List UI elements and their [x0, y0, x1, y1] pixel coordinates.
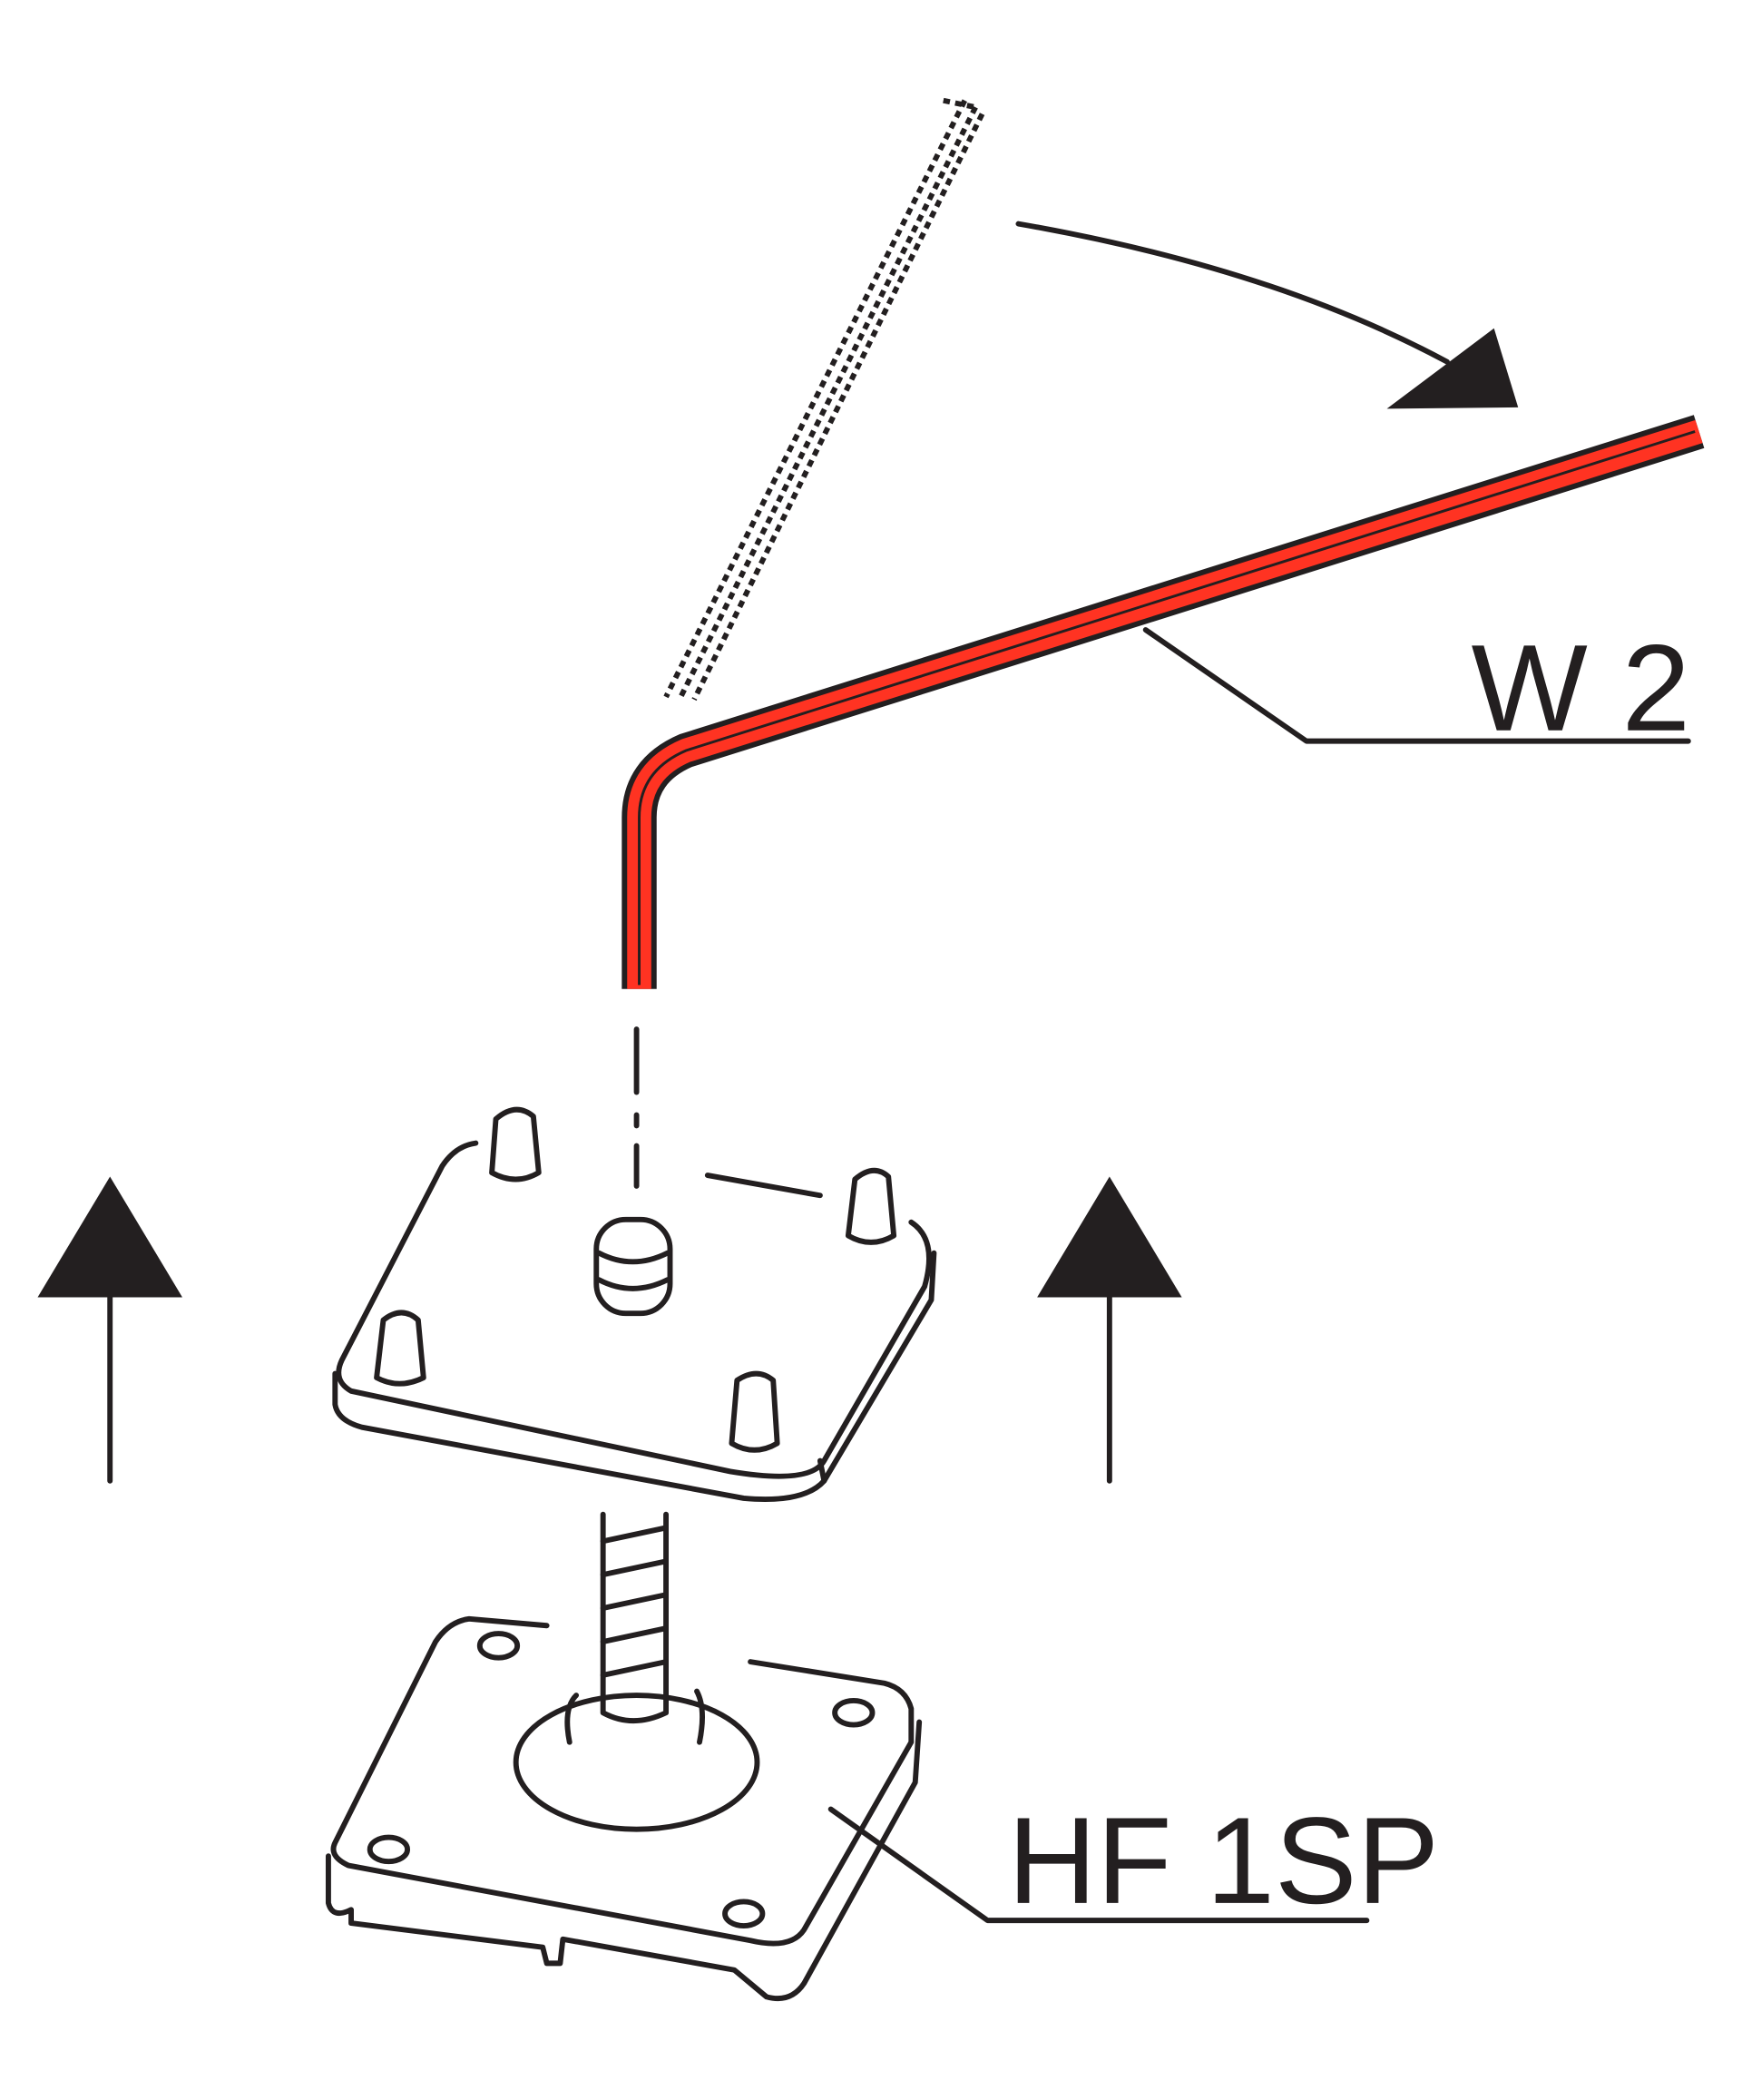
threaded-rod	[600, 1511, 670, 1723]
leader-line-hf1sp	[827, 1806, 1370, 1924]
rotation-arrow	[1015, 221, 1519, 409]
hex-wrench-w2	[621, 415, 1705, 989]
top-plate	[332, 1106, 937, 1503]
up-arrow-right	[1037, 1176, 1182, 1484]
leader-line-w2	[1142, 627, 1691, 744]
wrench-previous-position-dotted	[663, 97, 985, 702]
threaded-insert	[593, 1216, 673, 1317]
plate-pin	[374, 1106, 897, 1453]
mounting-hole	[367, 1631, 876, 1928]
label-w2: W 2	[1472, 619, 1691, 757]
axis-centerline	[633, 1026, 823, 1199]
label-hf1sp: HF 1SP	[1008, 1791, 1440, 1929]
base-foot	[325, 1615, 923, 2002]
up-arrow-left	[37, 1176, 182, 1484]
